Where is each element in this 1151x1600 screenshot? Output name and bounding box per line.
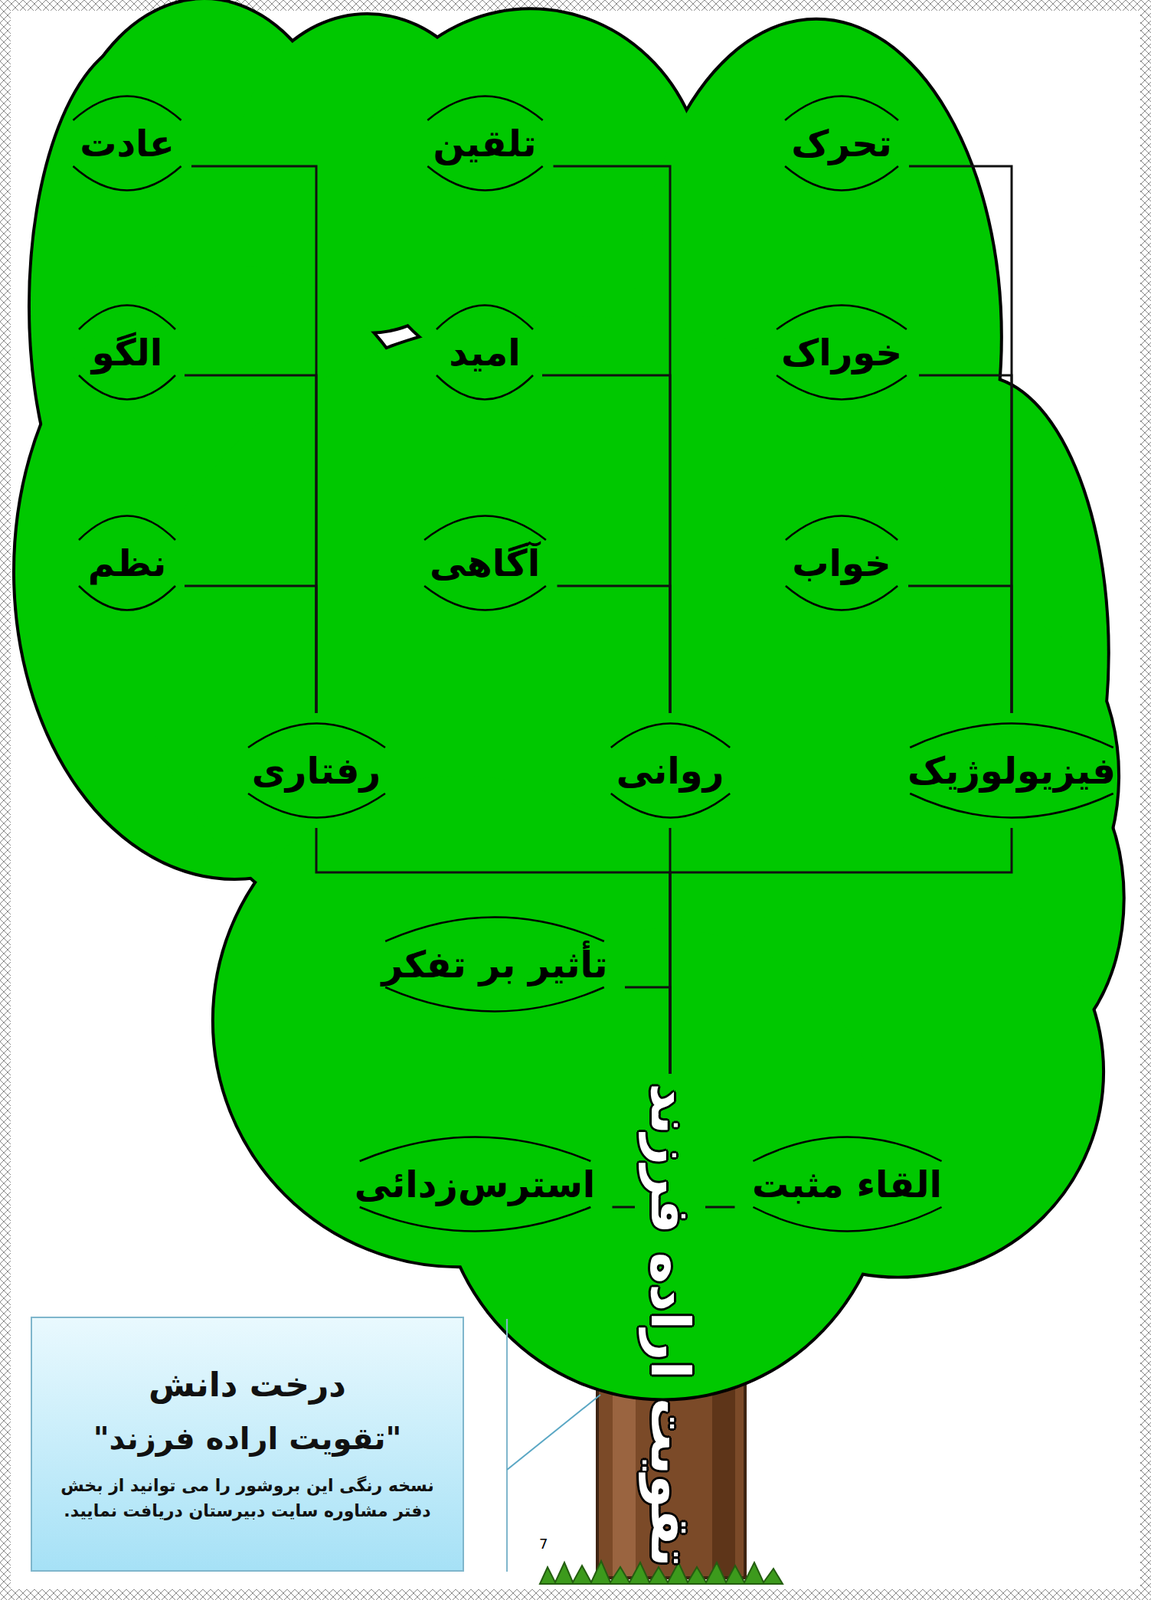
connector xyxy=(670,827,1012,1074)
node-text: عادت xyxy=(79,120,175,167)
connector xyxy=(191,166,317,713)
node-text: روانی xyxy=(616,747,725,794)
connector xyxy=(542,375,671,713)
node-text: رفتاری xyxy=(251,747,381,794)
connector xyxy=(612,1206,636,1209)
page-border xyxy=(0,0,11,1600)
concept-node: عادت xyxy=(62,85,192,201)
node-text: نظم xyxy=(88,539,167,586)
connector xyxy=(557,585,671,713)
concept-node: فیزیولوژیک xyxy=(890,712,1133,828)
caption-box: درخت دانش "تقویت اراده فرزند" نسخه رنگی … xyxy=(30,1316,465,1572)
connector xyxy=(705,1206,736,1209)
concept-node: تأثیر بر تفکر xyxy=(364,906,625,1022)
concept-node: روانی xyxy=(599,712,742,828)
connector xyxy=(908,585,1012,713)
concept-node: امید xyxy=(427,294,543,410)
tree-canopy xyxy=(15,0,1123,1399)
concept-node: الگو xyxy=(69,294,185,410)
concept-node: القاء مثبت xyxy=(735,1126,960,1242)
subtitle: "تقویت اراده فرزند" xyxy=(93,1420,403,1456)
concept-node: تلقین xyxy=(416,85,554,201)
concept-node: آگاهی xyxy=(412,505,558,621)
page-border xyxy=(0,1589,1151,1600)
leader-line xyxy=(506,1394,601,1470)
trunk-label: تقویت اراده فرزند xyxy=(634,1073,706,1577)
node-text: تأثیر بر تفکر xyxy=(381,941,608,988)
connector xyxy=(184,585,317,713)
root-text: تقویت اراده فرزند xyxy=(637,1082,703,1567)
connector xyxy=(553,166,671,713)
node-text: القاء مثبت xyxy=(752,1160,942,1207)
node-text: خوراک xyxy=(781,329,903,376)
concept-node: نظم xyxy=(69,505,185,621)
connector xyxy=(316,827,671,1074)
callout-rule xyxy=(506,1318,508,1572)
concept-node: تحرک xyxy=(774,85,910,201)
node-text: استرس‌زدائی xyxy=(354,1160,596,1207)
connector xyxy=(184,375,317,713)
connector xyxy=(918,375,1012,713)
node-text: خواب xyxy=(791,539,891,586)
node-text: آگاهی xyxy=(429,539,540,586)
page-number: 7 xyxy=(539,1535,548,1552)
node-text: امید xyxy=(448,329,521,376)
node-text: فیزیولوژیک xyxy=(907,747,1116,794)
node-text: تلقین xyxy=(433,120,537,167)
title: درخت دانش xyxy=(148,1364,347,1404)
node-text: الگو xyxy=(91,329,163,376)
concept-node: رفتاری xyxy=(235,712,399,828)
connector xyxy=(624,987,671,1074)
concept-node: استرس‌زدائی xyxy=(337,1126,613,1242)
concept-node: خوراک xyxy=(764,294,919,410)
page-border xyxy=(1140,0,1151,1600)
connector xyxy=(909,166,1012,713)
note: نسخه رنگی این بروشور را می توانید از بخش… xyxy=(50,1472,445,1524)
node-text: تحرک xyxy=(791,120,893,167)
concept-node: خواب xyxy=(774,505,909,621)
